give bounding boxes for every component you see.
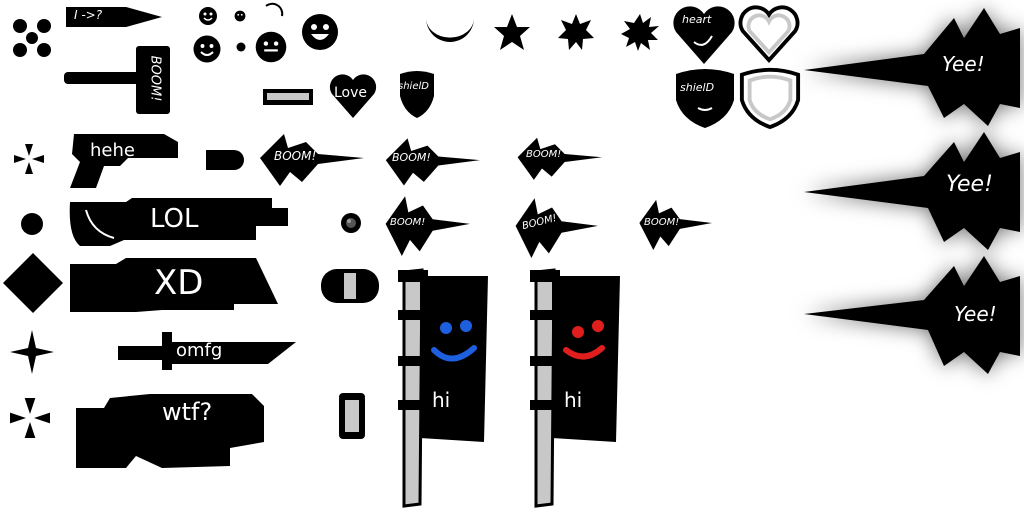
yee-label: Yee!	[942, 52, 985, 76]
smiley-icon	[236, 42, 246, 52]
hammer-sprite: BOOM!	[62, 44, 172, 116]
love-label: Love	[334, 85, 368, 101]
heart-icon: Love	[328, 70, 378, 120]
gun-wtf-sprite: wtf?	[70, 386, 266, 470]
boom-label: BOOM!	[526, 149, 562, 160]
capsule-sprite	[320, 268, 380, 304]
boom-blast-sprite: BOOM!	[514, 196, 598, 258]
boom-blast-sprite: BOOM!	[516, 134, 602, 182]
smiley-icon	[254, 30, 288, 64]
gun-wtf-label: wtf?	[162, 398, 213, 426]
boom-label: BOOM!	[644, 217, 680, 228]
boom-label: BOOM!	[390, 217, 426, 228]
boom-label: BOOM!	[392, 151, 431, 164]
shield-small-label: shielD	[398, 81, 429, 92]
canister-sprite	[338, 392, 366, 440]
moon-icon	[358, 18, 394, 62]
eye-orb-icon	[340, 212, 362, 234]
signpost-label: I ->?	[74, 8, 103, 22]
heart-icon	[738, 2, 800, 64]
yee-label: Yee!	[954, 302, 997, 326]
gun-xd-label: XD	[154, 263, 204, 303]
yee-blast-sprite: Yee!	[804, 8, 1020, 126]
shield-big-label: shielD	[680, 81, 715, 94]
shield-icon: shielD	[672, 64, 738, 130]
boom-blast-sprite: BOOM!	[384, 194, 470, 256]
signpost-sprite: I ->?	[64, 4, 164, 30]
flag-label: hi	[432, 388, 451, 412]
smiley-icon	[300, 12, 340, 52]
star-icon	[620, 12, 660, 52]
dot-icon	[20, 212, 44, 236]
star-icon	[556, 12, 596, 52]
knife-sprite: omfg	[118, 330, 298, 372]
flag-label: hi	[564, 388, 583, 412]
smiley-icon	[234, 10, 246, 22]
spark-icon	[14, 144, 44, 174]
knife-label: omfg	[176, 340, 223, 361]
flag-blue-sprite: hi	[394, 262, 494, 508]
moon-icon	[422, 14, 478, 62]
bar-sprite	[262, 88, 314, 106]
boom-blast-sprite: BOOM!	[384, 136, 480, 186]
gun-hehe-label: hehe	[90, 140, 135, 161]
spark-icon	[10, 398, 50, 438]
yee-blast-sprite: Yee!	[804, 132, 1020, 250]
diamond-icon	[2, 252, 64, 314]
boom-label: BOOM!	[274, 149, 317, 163]
heart-icon: heart	[672, 2, 736, 66]
shield-icon: shielD	[396, 68, 438, 120]
bullet-sprite	[206, 150, 246, 170]
boom-blast-sprite: BOOM!	[638, 198, 712, 250]
gun-xd-sprite: XD	[66, 256, 278, 314]
yee-label: Yee!	[946, 172, 993, 197]
gun-lol-sprite: LOL	[66, 196, 288, 248]
star-icon	[10, 330, 54, 374]
boom-blast-sprite: BOOM!	[258, 132, 364, 186]
smiley-icon	[198, 6, 218, 26]
flag-red-sprite: hi	[526, 262, 626, 508]
shield-icon	[738, 64, 802, 130]
gun-lol-label: LOL	[150, 204, 199, 234]
moon-icon	[260, 2, 284, 26]
smiley-icon	[192, 34, 222, 64]
heart-big-label: heart	[682, 13, 712, 26]
star-icon	[492, 12, 532, 52]
hammer-label: BOOM!	[147, 55, 163, 102]
gun-hehe-sprite: hehe	[68, 132, 180, 190]
yee-blast-sprite: Yee!	[804, 256, 1020, 374]
cross-icon	[12, 18, 52, 58]
